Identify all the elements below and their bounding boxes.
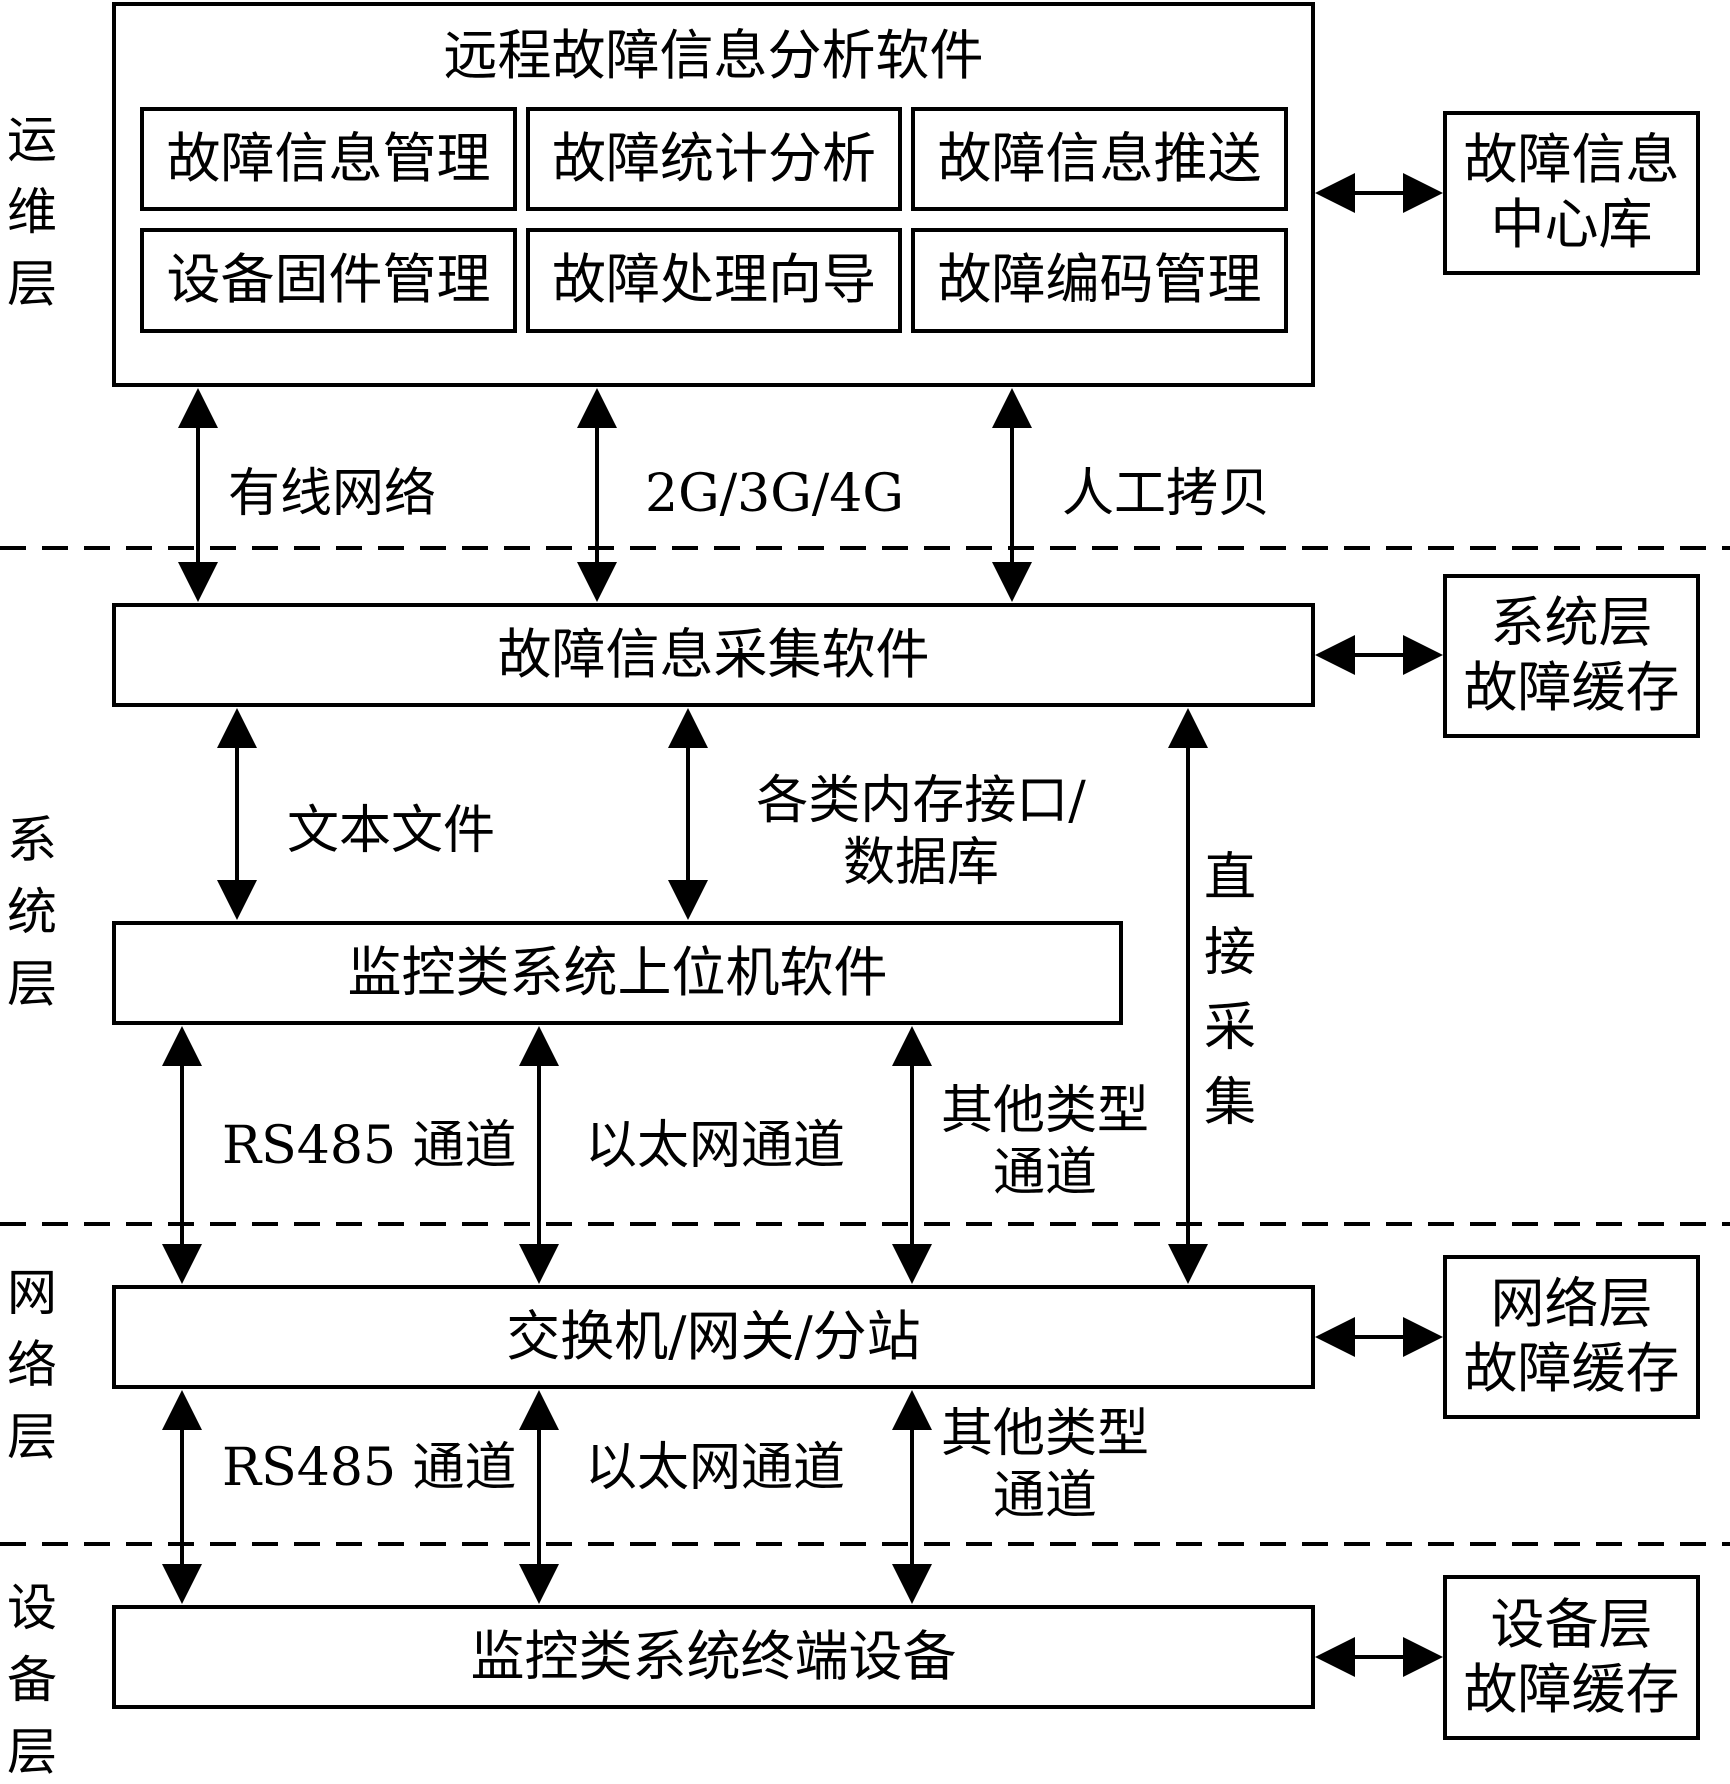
label-other-channel-upper: 其他类型 通道	[940, 1081, 1149, 1204]
layer-label-network: 网 络 层	[7, 1264, 57, 1466]
label-mobile-network: 2G/3G/4G	[645, 464, 904, 524]
fault-info-collection-software: 故障信息采集软件	[112, 603, 1315, 707]
label-wired-network: 有线网络	[228, 464, 437, 524]
fault-info-center-db: 故障信息 中心库	[1443, 111, 1700, 275]
layer-label-system: 系 统 层	[7, 811, 57, 1013]
label-text-file: 文本文件	[287, 801, 496, 861]
module-fault-code-management: 故障编码管理	[911, 228, 1288, 333]
switch-gateway-substation: 交换机/网关/分站	[112, 1285, 1315, 1389]
label-manual-copy: 人工拷贝	[1062, 464, 1271, 524]
label-rs485-lower: RS485 通道	[222, 1438, 517, 1498]
remote-analysis-software-title: 远程故障信息分析软件	[443, 24, 984, 87]
monitoring-terminal-device: 监控类系统终端设备	[112, 1605, 1315, 1709]
device-layer-fault-cache: 设备层 故障缓存	[1443, 1575, 1700, 1740]
module-fault-info-management: 故障信息管理	[140, 107, 517, 211]
module-fault-info-push: 故障信息推送	[911, 107, 1288, 211]
label-direct-collect: 直 接 采 集	[1203, 848, 1256, 1133]
system-layer-fault-cache: 系统层 故障缓存	[1443, 574, 1700, 738]
label-other-channel-lower: 其他类型 通道	[940, 1404, 1149, 1527]
module-fault-statistics: 故障统计分析	[526, 107, 902, 211]
label-rs485-upper: RS485 通道	[222, 1116, 517, 1176]
label-memory-interface-db: 各类内存接口/ 数据库	[756, 771, 1086, 894]
label-ethernet-lower: 以太网通道	[585, 1438, 846, 1498]
connectors	[0, 173, 1730, 1677]
label-ethernet-upper: 以太网通道	[585, 1116, 846, 1176]
module-fault-handling-guide: 故障处理向导	[526, 228, 902, 333]
monitoring-host-software: 监控类系统上位机软件	[112, 921, 1123, 1025]
layer-label-ops: 运 维 层	[7, 111, 57, 313]
module-firmware-management: 设备固件管理	[140, 228, 517, 333]
network-layer-fault-cache: 网络层 故障缓存	[1443, 1255, 1700, 1419]
